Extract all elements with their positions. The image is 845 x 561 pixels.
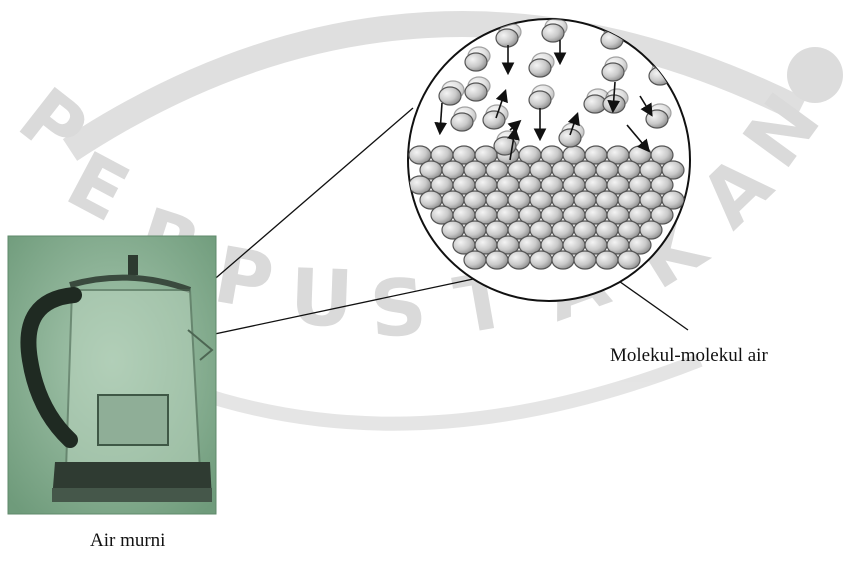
molecule xyxy=(596,251,618,269)
molecule xyxy=(483,111,505,129)
molecule xyxy=(496,29,518,47)
molecule xyxy=(542,24,564,42)
water-molecules-label: Molekul-molekul air xyxy=(610,345,768,367)
magnified-view xyxy=(408,18,690,301)
molecule xyxy=(465,83,487,101)
molecule xyxy=(529,91,551,109)
molecule xyxy=(439,87,461,105)
molecule xyxy=(602,63,624,81)
svg-text:U: U xyxy=(288,253,354,345)
molecule xyxy=(618,251,640,269)
svg-text:P: P xyxy=(208,230,280,329)
molecule xyxy=(451,113,473,131)
molecule xyxy=(508,251,530,269)
molecule xyxy=(574,251,596,269)
molecule xyxy=(552,251,574,269)
pure-water-label: Air murni xyxy=(90,530,165,552)
svg-text:S: S xyxy=(367,262,429,356)
molecule xyxy=(529,59,551,77)
molecule xyxy=(559,129,581,147)
kettle-photo xyxy=(8,236,216,514)
molecule xyxy=(464,251,486,269)
molecule xyxy=(486,251,508,269)
molecule xyxy=(530,251,552,269)
molecule xyxy=(465,53,487,71)
